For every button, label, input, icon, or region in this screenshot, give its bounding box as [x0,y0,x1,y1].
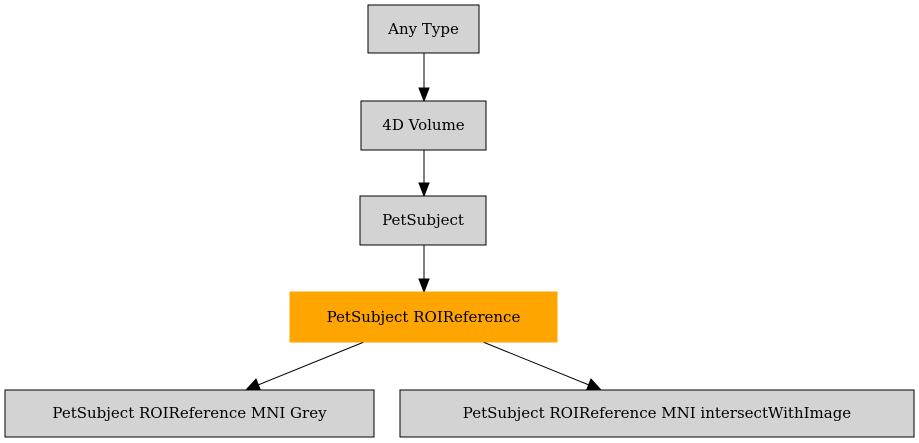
node-label-mni-intersect: PetSubject ROIReference MNI intersectWit… [463,404,852,422]
edges [244,53,603,391]
node-roireference-mni-intersect[interactable]: PetSubject ROIReference MNI intersectWit… [399,389,915,438]
node-label-petsubject: PetSubject [382,211,464,229]
node-box [359,195,487,246]
node-petsubject-roireference[interactable]: PetSubject ROIReference [289,291,558,343]
node-4d-volume[interactable]: 4D Volume [360,100,487,151]
node-box [367,4,480,54]
edge-roireference-to-mni-intersect [482,341,603,391]
edge-any-type-to-4d-volume [418,53,430,103]
node-label-mni-grey: PetSubject ROIReference MNI Grey [52,404,327,422]
node-label-roireference: PetSubject ROIReference [327,308,521,326]
node-label-any-type: Any Type [387,20,459,38]
node-box [360,100,487,151]
node-box-highlighted [289,291,558,343]
node-any-type[interactable]: Any Type [367,4,480,54]
edge-4d-volume-to-petsubject [418,150,430,198]
node-label-4d-volume: 4D Volume [382,116,465,134]
edge-roireference-to-mni-grey [244,341,365,391]
node-box [4,389,375,438]
edge-petsubject-to-roireference [418,245,430,294]
node-petsubject[interactable]: PetSubject [359,195,487,246]
node-roireference-mni-grey[interactable]: PetSubject ROIReference MNI Grey [4,389,375,438]
node-box [399,389,915,438]
